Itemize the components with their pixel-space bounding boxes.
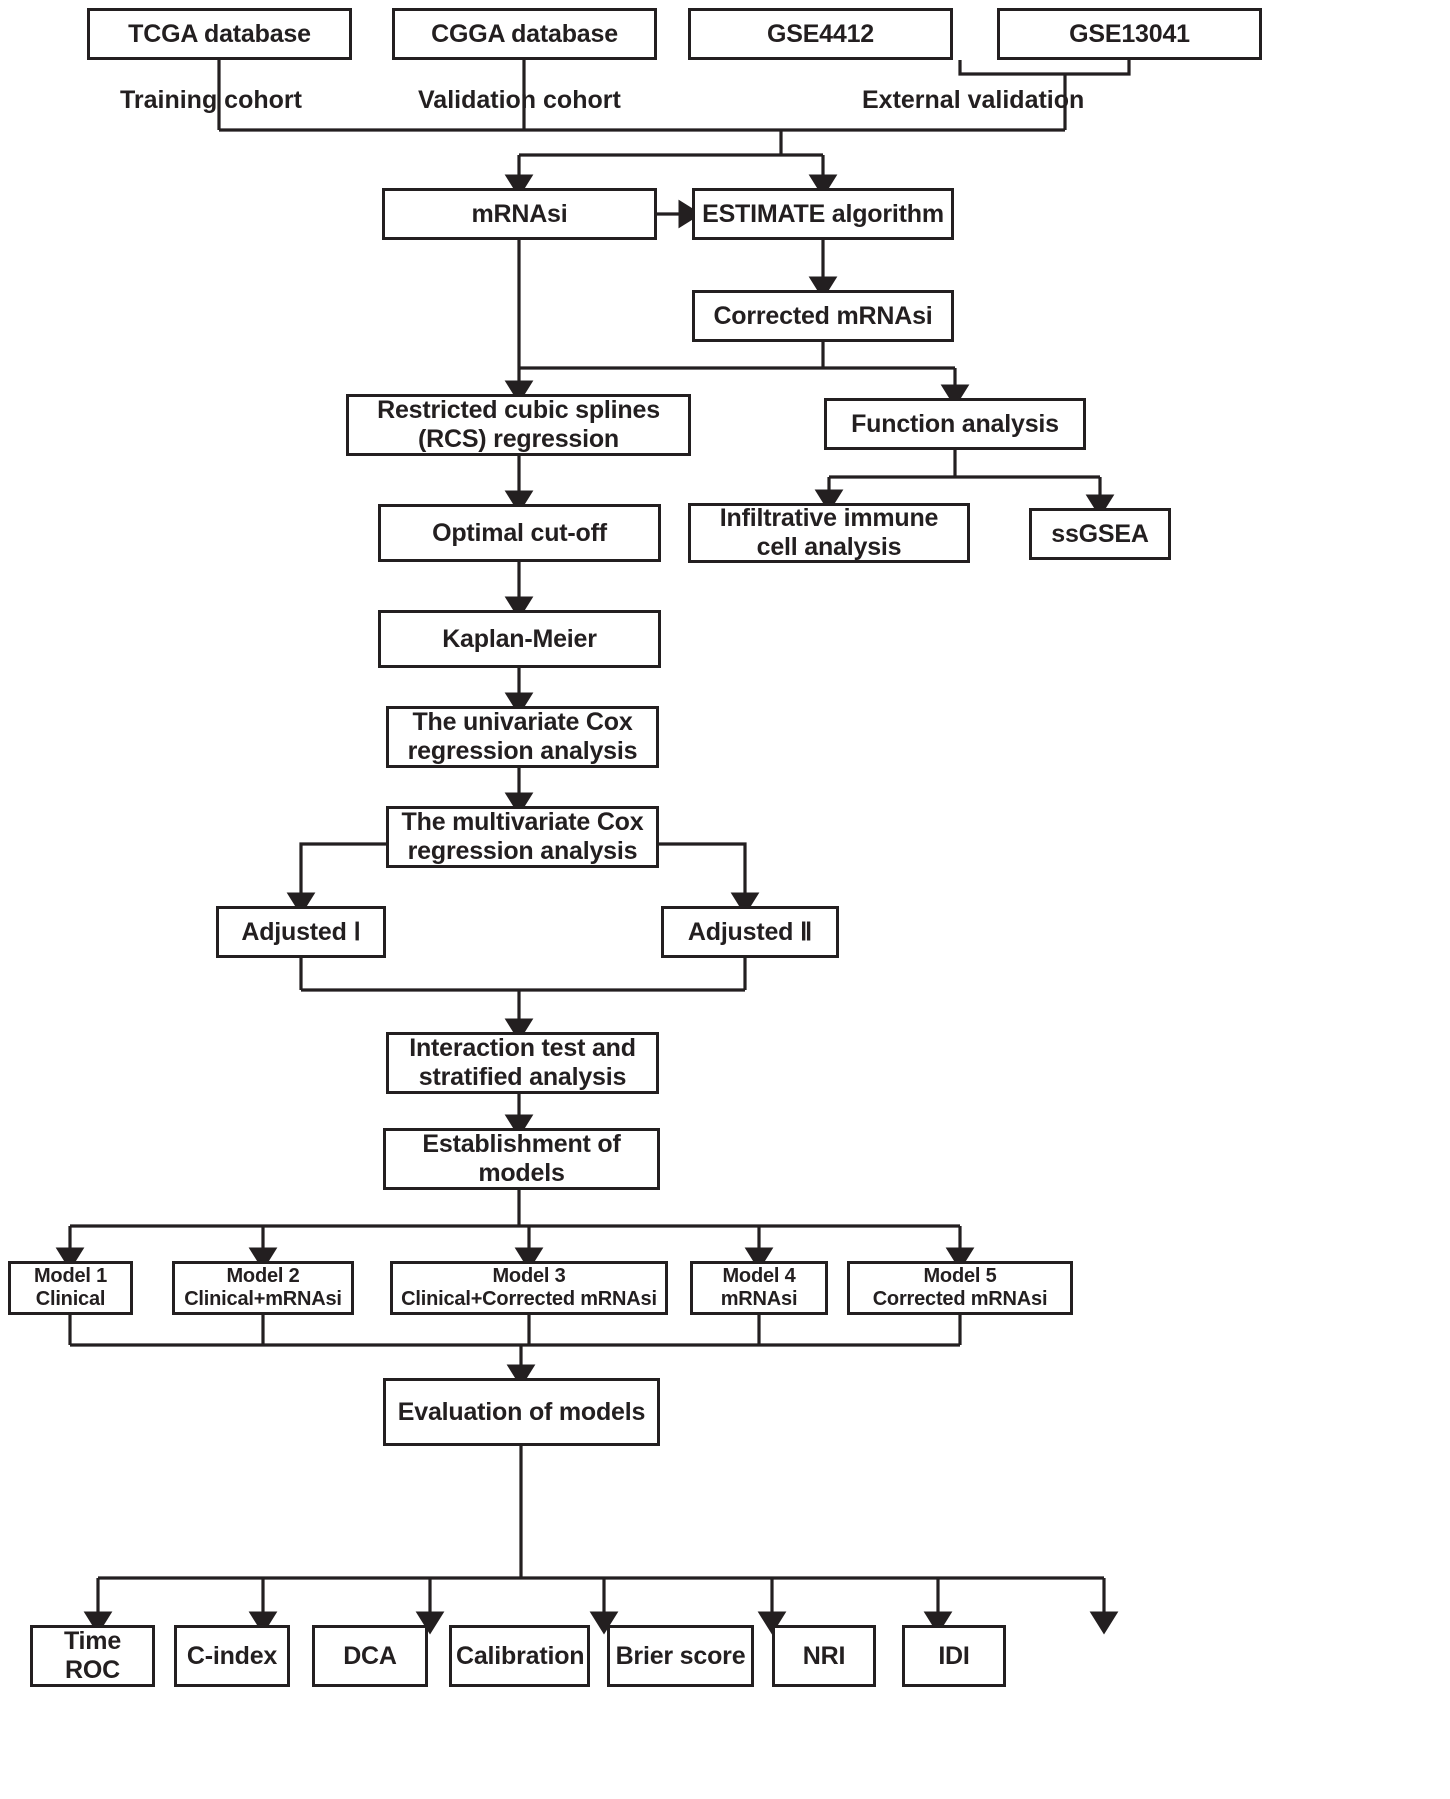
validation-cohort-label: Validation cohort [418,86,621,114]
node-label-time-roc: Time ROC [63,1627,122,1684]
node-tcga-database[interactable]: TCGA database [87,8,352,60]
node-label-nri: NRI [802,1641,846,1670]
edge-gse13041-down [1065,60,1131,76]
node-label-idi: IDI [938,1641,970,1670]
node-label-kaplan-meier: Kaplan-Meier [442,624,597,653]
node-ssgsea[interactable]: ssGSEA [1029,508,1171,560]
node-label-gse4412: GSE4412 [766,19,874,48]
node-label-tcga-database: TCGA database [128,19,311,48]
node-nri[interactable]: NRI [772,1625,876,1687]
node-label-c-index: C-index [186,1641,278,1670]
node-calibration[interactable]: Calibration [449,1625,590,1687]
node-label-adjusted-i: Adjusted Ⅰ [241,917,361,946]
node-dca[interactable]: DCA [312,1625,428,1687]
node-estimate-algorithm[interactable]: ESTIMATE algorithm [692,188,954,240]
node-label-brier-score: Brier score [615,1641,746,1670]
node-label-optimal-cutoff: Optimal cut-off [432,518,607,547]
node-gse13041[interactable]: GSE13041 [997,8,1262,60]
node-idi[interactable]: IDI [902,1625,1006,1687]
node-label-cgga-database: CGGA database [431,19,618,48]
edge-multi-right [659,842,760,916]
node-gse4412[interactable]: GSE4412 [688,8,953,60]
edge-multi-left [286,842,386,916]
training-cohort-label: Training cohort [120,86,302,114]
node-corrected-mrnasi[interactable]: Corrected mRNAsi [692,290,954,342]
node-brier-score[interactable]: Brier score [607,1625,754,1687]
node-label-function-analysis: Function analysis [851,409,1059,438]
node-label-adjusted-ii: Adjusted Ⅱ [687,917,813,946]
node-label-calibration: Calibration [456,1641,585,1670]
node-evaluation-of-models[interactable]: Evaluation of models [383,1378,660,1446]
node-kaplan-meier[interactable]: Kaplan-Meier [378,610,661,668]
node-function-analysis[interactable]: Function analysis [824,398,1086,450]
node-label-evaluation-of-models: Evaluation of models [397,1397,646,1426]
node-adjusted-ii[interactable]: Adjusted Ⅱ [661,906,839,958]
node-mrnasi[interactable]: mRNAsi [382,188,657,240]
external-validation-label: External validation [862,86,1085,114]
node-label-dca: DCA [343,1641,397,1670]
edge-gse4412-down [958,60,1065,76]
node-label-corrected-mrnasi: Corrected mRNAsi [713,301,933,330]
node-label-rcs-regression: Restricted cubic splines(RCS) regression [377,396,660,453]
node-label-ssgsea: ssGSEA [1051,519,1149,548]
node-label-mrnasi: mRNAsi [471,199,568,228]
node-optimal-cutoff[interactable]: Optimal cut-off [378,504,661,562]
node-label-gse13041: GSE13041 [1069,19,1190,48]
node-time-roc[interactable]: Time ROC [30,1625,155,1687]
node-label-estimate-algorithm: ESTIMATE algorithm [702,199,944,228]
node-cgga-database[interactable]: CGGA database [392,8,657,60]
node-c-index[interactable]: C-index [174,1625,290,1687]
node-adjusted-i[interactable]: Adjusted Ⅰ [216,906,386,958]
node-rcs-regression[interactable]: Restricted cubic splines(RCS) regression [346,394,691,456]
